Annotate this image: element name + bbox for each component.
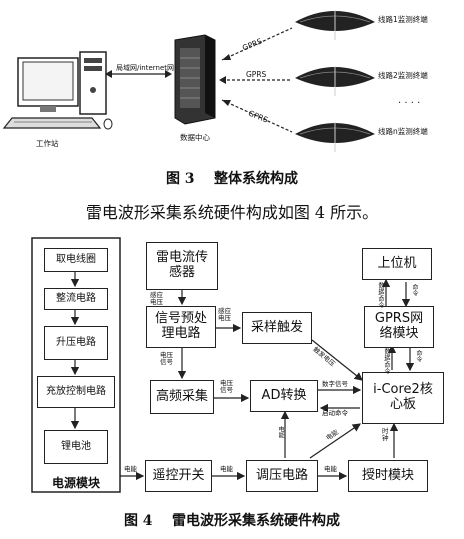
gprs-label-2: GPRS [246,70,267,79]
label-start-command: 启动命令 [322,409,348,417]
box-remote-switch: 遥控开关 [145,460,212,492]
terminal-image-3 [295,122,375,152]
label-sense-voltage-2: 感应 电压 [218,307,231,322]
label-command-down-2: 命令 [415,350,422,362]
terminal-image-2 [295,66,375,96]
network-label: 局域网/internet网 [116,64,175,72]
label-voltage-signal-2: 电压 信号 [220,379,233,394]
box-sample-trigger: 采样触发 [242,312,312,344]
box-voltage-regulator: 调压电路 [246,460,318,492]
box-timing-module: 授时模块 [348,460,428,492]
terminal-label-2: 线路2监测终端 [378,71,428,80]
label-clock: 时 钟 [382,427,389,442]
power-item-charge-control: 充放控制电路 [37,376,115,408]
power-module-title: 电源模块 [51,476,100,490]
box-signal-preprocess: 信号预处理电路 [146,306,216,348]
label-data-command-up-2: 数据/命令 [383,348,390,375]
terminal-label-3: 线路n监测终端 [378,127,428,136]
label-data-command-up: 数据/命令 [377,282,384,309]
terminal-image-1 [295,10,375,40]
ellipsis: · · · · [398,98,421,109]
label-voltage-signal: 电压 信号 [160,351,173,366]
label-power-4: 电能 [277,426,284,438]
figure-4-caption: 图 4 雷电波形采集系统硬件构成 [123,513,341,529]
box-gprs-module: GPRS网络模块 [364,306,434,348]
label-power-3: 电能 [324,465,337,473]
terminal-label-1: 线路1监测终端 [378,15,428,24]
power-item-rectifier: 整流电路 [44,288,108,310]
label-command-down: 命令 [411,284,418,296]
box-ad-converter: AD转换 [250,380,318,412]
box-lightning-sensor: 雷电流传感器 [146,242,218,290]
box-hf-sampling: 高频采集 [150,380,214,414]
label-digital-signal: 数字信号 [322,380,348,388]
body-sentence: 雷电波形采集系统硬件构成如图 4 所示。 [85,203,379,222]
workstation-label: 工作站 [36,139,59,148]
label-sense-voltage: 感应 电压 [150,291,163,306]
datacenter-label: 数据中心 [180,133,210,142]
power-item-battery: 锂电池 [44,430,108,464]
figure-3-caption: 图 3 整体系统构成 [165,171,299,187]
label-power-2: 电能 [220,465,233,473]
power-item-coil: 取电线圈 [44,248,108,272]
label-power-1: 电能 [124,465,137,473]
box-core-board: i-Core2核心板 [362,372,444,424]
box-host-computer: 上位机 [362,248,432,280]
power-item-boost: 升压电路 [44,326,108,360]
